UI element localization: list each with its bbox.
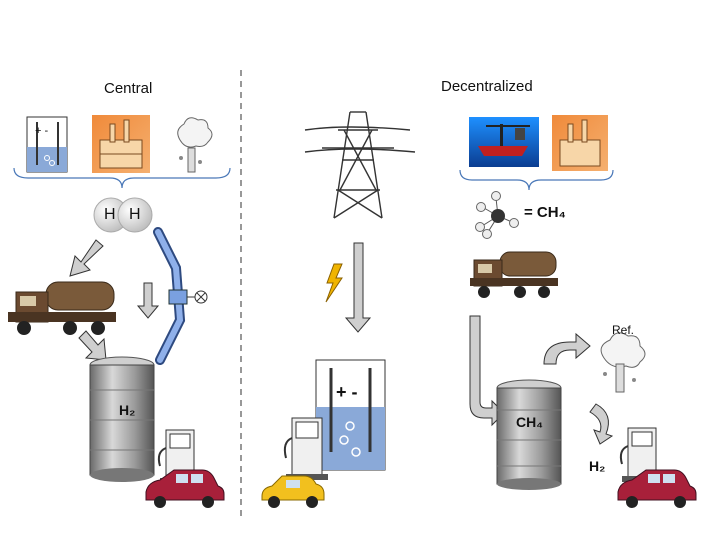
storage-tank-icon-ch4 xyxy=(496,379,562,490)
electrolyzer-sign-small: + - xyxy=(35,125,49,137)
methane-equation: = CH₄ xyxy=(524,204,566,221)
valve-icon xyxy=(168,289,208,305)
tanker-truck-icon-decentralized xyxy=(470,251,558,298)
car-icon xyxy=(145,469,225,508)
electrolyzer-icon-large xyxy=(315,359,386,471)
central-title: Central xyxy=(104,80,153,97)
fuel-pump-icon-middle xyxy=(283,417,328,480)
lightning-icon xyxy=(325,263,343,303)
electrolyzer-sign-large: + - xyxy=(336,382,358,402)
arrow-pipeline-down xyxy=(136,282,160,319)
ch4-tank-label: CH₄ xyxy=(516,414,543,430)
reformer-cloud-icon-decentralized xyxy=(600,332,646,393)
storage-tank-icon xyxy=(89,356,155,482)
decentralized-title: Decentralized xyxy=(441,78,533,95)
power-tower-icon xyxy=(304,111,416,219)
factory-icon xyxy=(92,115,150,173)
h2-tank-label: H₂ xyxy=(119,402,136,418)
hydrogen-molecule-icon xyxy=(93,197,153,233)
ship-port-icon xyxy=(469,117,539,167)
methane-molecule-icon xyxy=(475,191,519,239)
central-bracket xyxy=(13,167,231,189)
h-atom-right: H xyxy=(129,206,141,223)
electrolyzer-icon xyxy=(26,116,68,173)
arrow-to-truck xyxy=(69,239,104,277)
factory-icon-decentralized xyxy=(552,115,608,171)
reformer-cloud-icon xyxy=(177,117,213,173)
arrow-to-tank xyxy=(78,330,107,361)
car-icon-yellow xyxy=(261,475,325,508)
arrow-to-electrolyzer xyxy=(344,242,372,333)
tanker-truck-icon xyxy=(8,281,116,335)
reformer-label: Ref. xyxy=(612,323,635,337)
arrow-from-reformer xyxy=(589,403,614,445)
h2-decentralized-label: H₂ xyxy=(589,458,606,474)
h-atom-left: H xyxy=(104,206,116,223)
car-icon-decentralized xyxy=(617,469,697,508)
arrow-to-reformer xyxy=(543,332,591,365)
decentralized-bracket xyxy=(459,169,614,191)
